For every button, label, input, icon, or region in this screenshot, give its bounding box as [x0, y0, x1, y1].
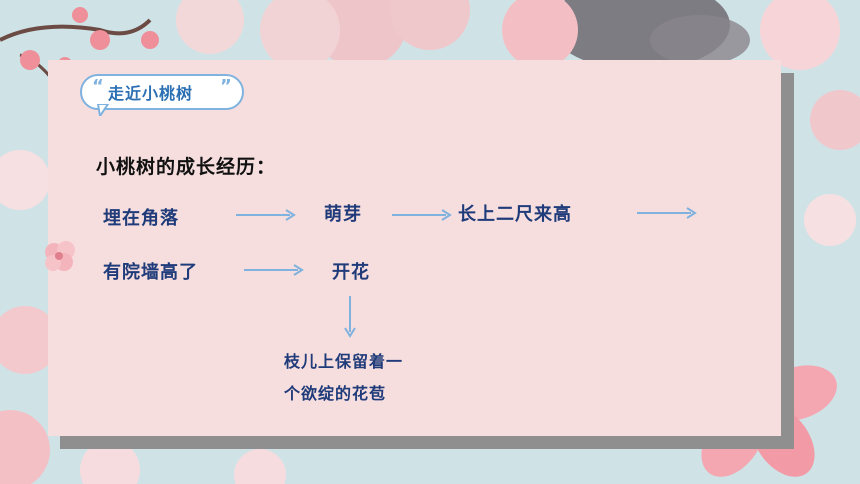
speech-tail-icon [96, 104, 110, 116]
content-card [48, 60, 781, 436]
peach-blossom-icon [45, 241, 75, 271]
step-buried: 埋在角落 [103, 208, 179, 229]
bud-note: 枝儿上保留着一 个欲绽的花苞 [284, 346, 454, 410]
step-sprout: 萌芽 [324, 204, 362, 225]
arrow-down-icon [344, 296, 356, 338]
arrow-right-icon [244, 264, 304, 276]
step-wall-high: 有院墙高了 [103, 262, 198, 283]
page-heading: 小桃树的成长经历： [96, 156, 277, 178]
peach-blossom-icon [176, 0, 470, 70]
arrow-right-icon [392, 209, 452, 221]
quote-mark-icon: ” [220, 76, 232, 97]
bud-note-line-1: 枝儿上保留着一 [284, 352, 404, 371]
step-two-feet: 长上二尺来高 [458, 204, 572, 225]
step-bloom: 开花 [332, 262, 370, 283]
badge-label: 走近小桃树 [108, 84, 194, 103]
bud-note-line-2: 个欲绽的花苞 [284, 384, 387, 403]
arrow-right-icon [236, 209, 296, 221]
gray-leaf-decoration [550, 0, 750, 70]
arrow-right-icon [637, 207, 697, 219]
quote-mark-icon: “ [92, 76, 104, 97]
